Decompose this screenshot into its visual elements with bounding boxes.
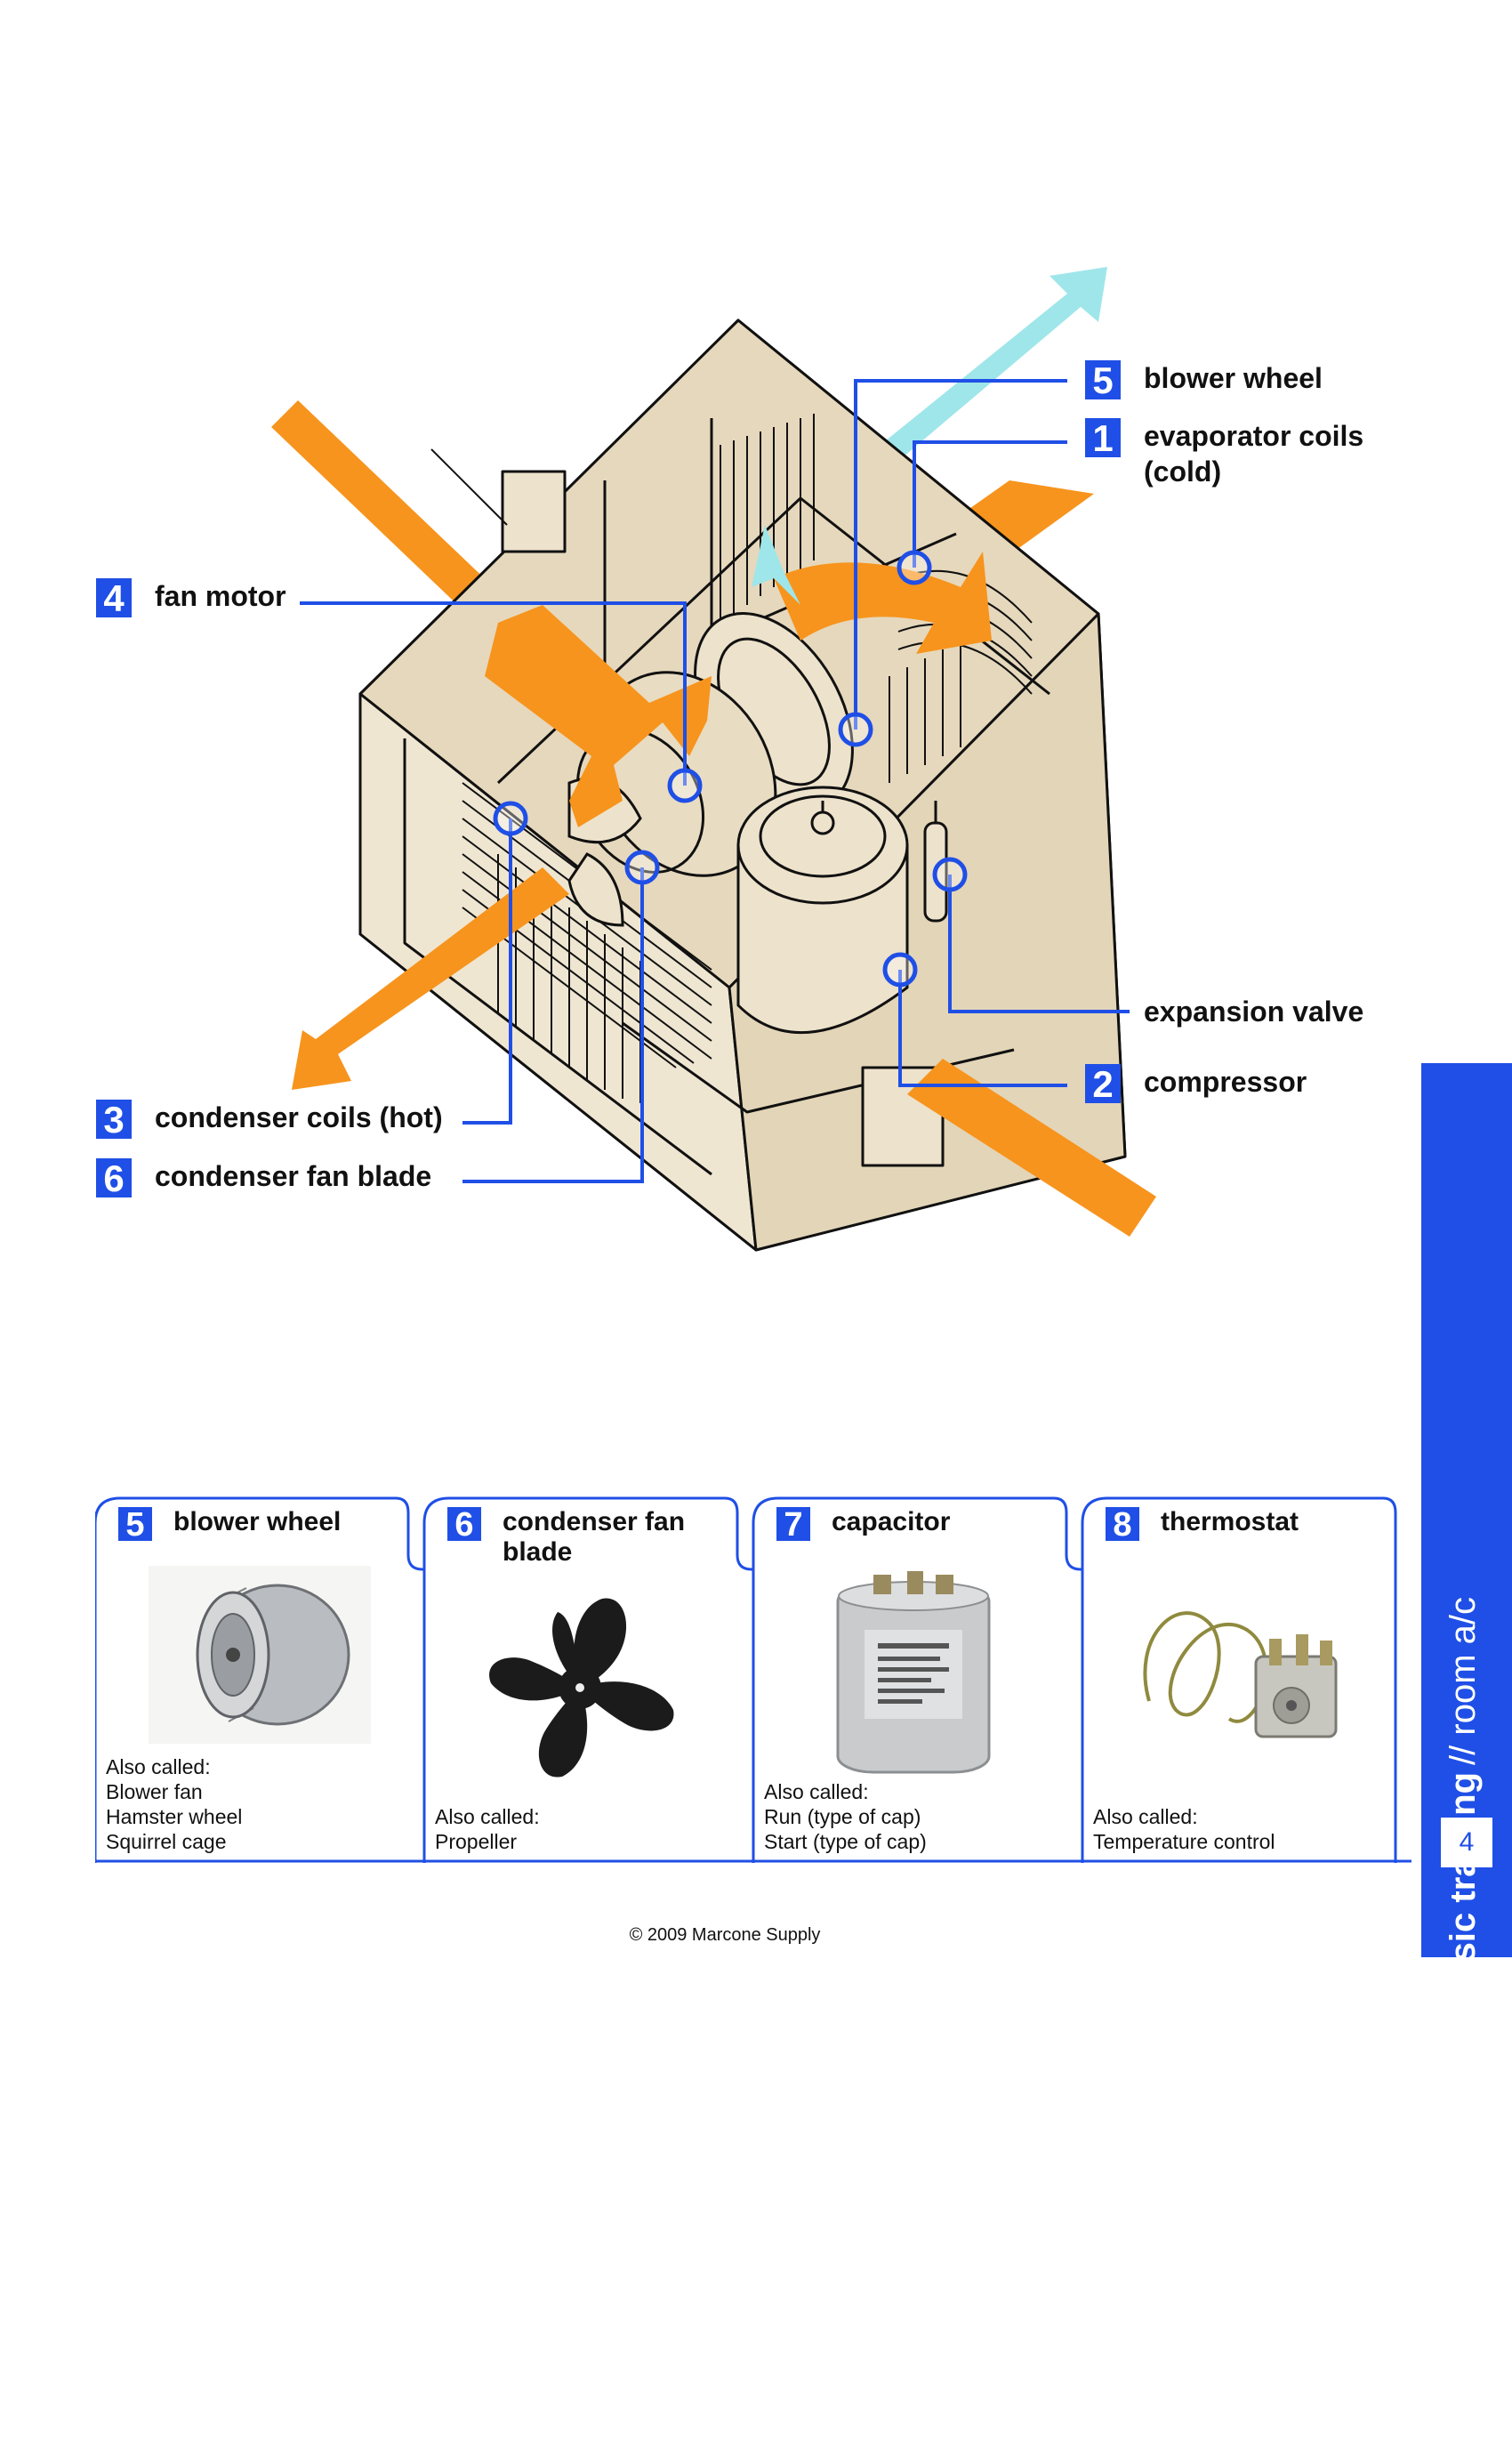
- part-title: condenser fan: [503, 1507, 716, 1537]
- callout-number: 4: [96, 578, 132, 617]
- copyright-footer: © 2009 Marcone Supply: [0, 1925, 1450, 1946]
- callout-number: 6: [96, 1158, 132, 1197]
- section-sidebar: basic training // room a/c 4: [1421, 1063, 1512, 1957]
- part-card-capacitor: 7 capacitor Also called: Run (type of ca…: [753, 1496, 1082, 1863]
- fan-blade-image: [469, 1581, 691, 1794]
- callout-number: 1: [1085, 418, 1121, 457]
- alias-line: Squirrel cage: [106, 1829, 242, 1854]
- callout-number: 2: [1085, 1064, 1121, 1103]
- alias-line: Also called:: [764, 1779, 927, 1804]
- blower-wheel-image: [149, 1566, 371, 1744]
- parts-panel: 5 blower wheel Also called: Blower fan H…: [95, 1496, 1411, 1863]
- callout-label-2: (cold): [1144, 454, 1363, 489]
- callout-label: evaporator coils: [1144, 418, 1363, 454]
- part-card-condenser-fan-blade: 6 condenser fan blade Also called: Prope…: [424, 1496, 753, 1863]
- page-number: 4: [1441, 1818, 1492, 1867]
- alias-line: Hamster wheel: [106, 1804, 242, 1829]
- part-number: 8: [1106, 1507, 1139, 1541]
- callout-label: expansion valve: [1144, 994, 1363, 1029]
- alias-line: Also called:: [106, 1754, 242, 1779]
- alias-line: Blower fan: [106, 1779, 242, 1804]
- callout-number: 5: [1085, 360, 1121, 399]
- callout-label: fan motor: [155, 578, 286, 614]
- part-aliases: Also called: Run (type of cap) Start (ty…: [764, 1779, 927, 1854]
- callout-condenser-fan-blade: 6 condenser fan blade: [96, 1158, 431, 1197]
- part-card-thermostat: 8 thermostat Also called: Temperature co…: [1082, 1496, 1411, 1863]
- part-title: blower wheel: [173, 1507, 387, 1537]
- compressor-drawing: [738, 787, 907, 1033]
- thermostat-image: [1122, 1585, 1363, 1763]
- part-aliases: Also called: Temperature control: [1093, 1804, 1275, 1854]
- alias-line: Propeller: [435, 1829, 540, 1854]
- capacitor-image: [829, 1568, 998, 1781]
- alias-line: Temperature control: [1093, 1829, 1275, 1854]
- callout-evaporator-coils: 1 evaporator coils (cold): [1085, 418, 1363, 489]
- callout-compressor: 2 compressor: [1085, 1064, 1307, 1103]
- callout-label: condenser coils (hot): [155, 1100, 443, 1135]
- callout-number: 3: [96, 1100, 132, 1139]
- cord-line: [431, 449, 507, 525]
- callout-label: compressor: [1144, 1064, 1307, 1100]
- callout-blower-wheel: 5 blower wheel: [1085, 360, 1323, 399]
- section-title-bold: basic training: [1444, 1772, 1484, 2004]
- part-number: 6: [447, 1507, 481, 1541]
- callout-expansion-valve: expansion valve: [1144, 994, 1363, 1029]
- callout-condenser-coils: 3 condenser coils (hot): [96, 1100, 443, 1139]
- part-title: thermostat: [1161, 1507, 1374, 1537]
- part-aliases: Also called: Blower fan Hamster wheel Sq…: [106, 1754, 242, 1854]
- part-title: capacitor: [832, 1507, 1045, 1537]
- part-number: 5: [118, 1507, 152, 1541]
- section-title-rest: // room a/c: [1444, 1597, 1484, 1765]
- alias-line: Run (type of cap): [764, 1804, 927, 1829]
- part-number: 7: [776, 1507, 810, 1541]
- callout-label: blower wheel: [1144, 360, 1323, 396]
- cool-air-arrow: [881, 267, 1107, 463]
- ac-cutaway-diagram: [0, 0, 1512, 1512]
- callout-label: condenser fan blade: [155, 1158, 431, 1194]
- part-card-blower-wheel: 5 blower wheel Also called: Blower fan H…: [95, 1496, 424, 1863]
- part-title-2: blade: [503, 1537, 716, 1568]
- part-aliases: Also called: Propeller: [435, 1804, 540, 1854]
- section-title: basic training // room a/c: [1423, 1561, 1503, 2451]
- alias-line: Start (type of cap): [764, 1829, 927, 1854]
- alias-line: Also called:: [435, 1804, 540, 1829]
- callout-fan-motor: 4 fan motor: [96, 578, 286, 617]
- alias-line: Also called:: [1093, 1804, 1275, 1829]
